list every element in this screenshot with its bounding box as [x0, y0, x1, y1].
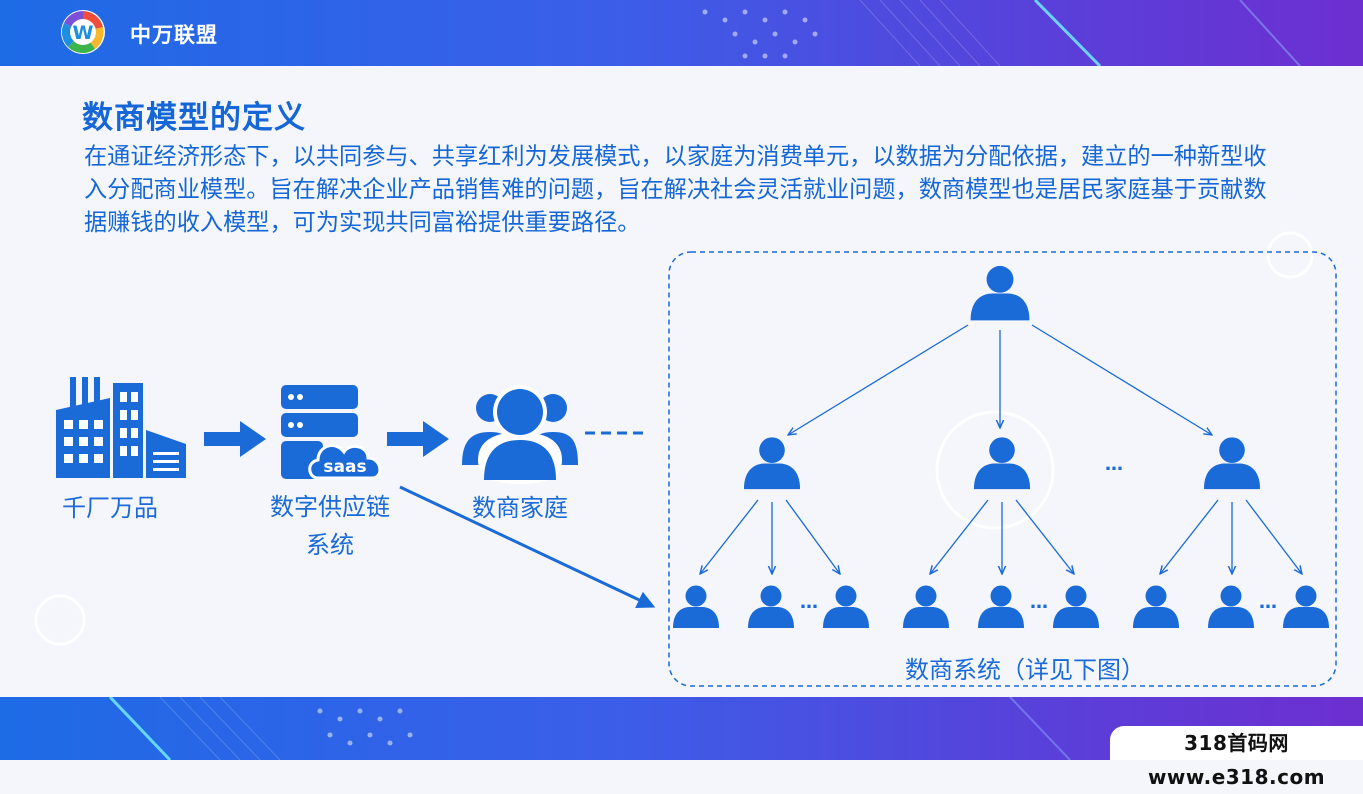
- supply-chain-label: 数字供应链 系统: [250, 488, 410, 564]
- person-icon: [748, 585, 794, 628]
- family-label: 数商家庭: [472, 494, 568, 522]
- person-icon: [903, 585, 949, 628]
- person-icon: [1133, 585, 1179, 628]
- supply-chain-label-line2: 系统: [306, 531, 354, 559]
- brand-name: 中万联盟: [130, 23, 218, 47]
- person-icon: [1208, 585, 1254, 628]
- background-decoration: [34, 231, 1314, 646]
- person-icon: [970, 265, 1030, 321]
- ellipsis: …: [1259, 592, 1277, 613]
- header-bar: W 中万联盟: [0, 0, 1363, 66]
- person-icon: [973, 437, 1031, 490]
- footer-decoration: [108, 697, 1071, 760]
- flow-arrow: [387, 421, 449, 457]
- person-icon: [673, 585, 719, 628]
- person-icon: [823, 585, 869, 628]
- person-icon: [743, 437, 801, 490]
- tree-lines: [700, 324, 1302, 574]
- supply-chain-label-line1: 数字供应链: [270, 493, 390, 521]
- ellipsis: …: [1030, 592, 1048, 613]
- person-icon: [1203, 437, 1261, 490]
- header-decoration: [702, 0, 1301, 66]
- factory-label: 千厂万品: [62, 494, 158, 522]
- system-label: 数商系统（详见下图）: [905, 656, 1145, 684]
- person-icon: [1283, 585, 1329, 628]
- brand-logo-icon: W: [61, 10, 105, 54]
- logo-letter: W: [73, 22, 94, 44]
- ellipsis: …: [800, 592, 818, 613]
- factory-icon: [56, 377, 186, 478]
- flow-arrow: [204, 421, 266, 457]
- saas-badge: saas: [323, 457, 366, 477]
- person-icon: [978, 585, 1024, 628]
- person-icon: [1053, 585, 1099, 628]
- family-group-icon: [462, 385, 578, 484]
- server-saas-icon: saas: [281, 385, 382, 480]
- supply-to-system-arrow: [399, 485, 656, 608]
- ellipsis: …: [1105, 454, 1123, 475]
- intro-paragraph: 在通证经济形态下，以共同参与、共享红利为发展模式，以家庭为消费单元，以数据为分配…: [84, 143, 1267, 236]
- business-model-diagram: saas: [34, 231, 1337, 687]
- page-title: 数商模型的定义: [82, 100, 306, 136]
- watermark-text: 318首码网 www.e318.com: [1110, 726, 1363, 789]
